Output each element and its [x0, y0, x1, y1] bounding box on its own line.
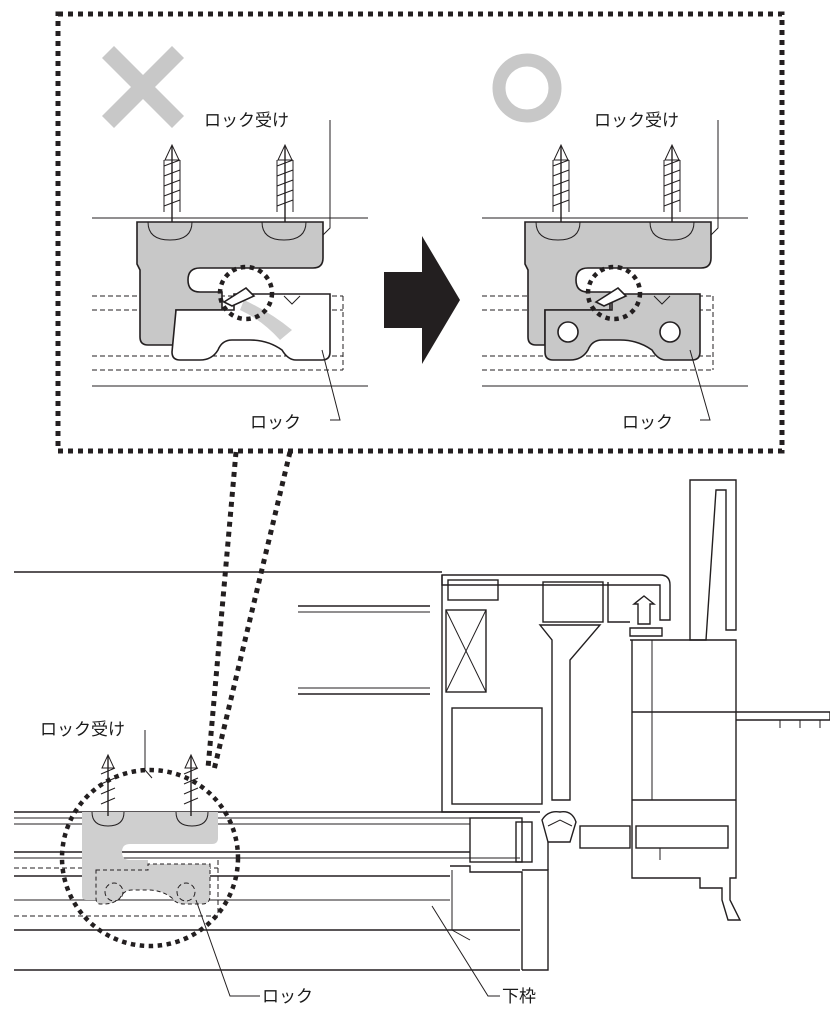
lock: [544, 293, 701, 361]
weatherstrip-lower: [541, 810, 577, 843]
focus-circle: [217, 264, 275, 322]
magnifier-circle: [59, 767, 241, 949]
screw-icon: [163, 143, 181, 222]
screw-icon: [276, 143, 294, 222]
screw-icon: [183, 753, 199, 816]
focus-circle: [585, 264, 643, 322]
spacer: [445, 609, 487, 693]
lower-frame-label: 下枠: [502, 987, 536, 1007]
arrow-right-icon: [384, 236, 460, 364]
lock-label: ロック: [622, 413, 673, 433]
screw-icon: [100, 753, 116, 816]
lock-receiver: [524, 221, 712, 346]
screw-icon: [552, 143, 570, 222]
detail-callout-frame: [55, 11, 785, 454]
cross-mark-icon: [101, 45, 185, 129]
correct-panel: ロック受け ロック: [482, 53, 748, 433]
lock-label: ロック: [250, 413, 301, 433]
lock-receiver-label: ロック受け: [40, 720, 125, 740]
frame-section-drawing: ロック受け ロック 下枠: [14, 479, 830, 1007]
lock-receiver: [82, 812, 218, 900]
callout-leader-right: [211, 451, 293, 771]
callout-leader-left: [205, 451, 239, 769]
wrong-panel: ロック受け ロック: [92, 45, 368, 433]
installed-lock-assembly: [59, 753, 241, 949]
lock-receiver-label: ロック受け: [204, 111, 289, 131]
lock-label: ロック: [262, 987, 313, 1007]
screw-icon: [663, 143, 681, 222]
lock-receiver-label: ロック受け: [594, 111, 679, 131]
lock: [95, 863, 211, 905]
weatherstrip-upper: [632, 595, 656, 625]
lock-receiver: [136, 221, 324, 346]
circle-mark-icon: [492, 53, 562, 123]
